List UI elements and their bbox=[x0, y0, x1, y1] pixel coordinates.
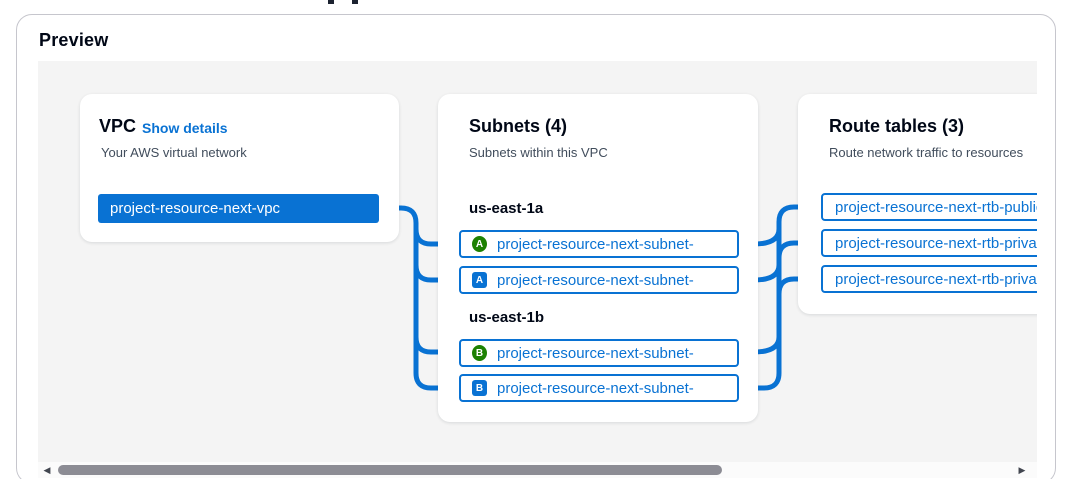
subnets-card-description: Subnets within this VPC bbox=[469, 145, 608, 160]
subnet-node[interactable]: A project-resource-next-subnet- bbox=[459, 230, 739, 258]
preview-panel: Preview VPC Show details Your bbox=[16, 14, 1056, 479]
subnet-node[interactable]: B project-resource-next-subnet- bbox=[459, 374, 739, 402]
route-table-node[interactable]: project-resource-next-rtb-public bbox=[821, 193, 1037, 221]
scroll-left-arrow-icon[interactable]: ◀ bbox=[43, 464, 51, 475]
vpc-card: VPC Show details Your AWS virtual networ… bbox=[80, 94, 399, 242]
route-table-node[interactable]: project-resource-next-rtb-private bbox=[821, 265, 1037, 293]
subnet-node-label: project-resource-next-subnet- bbox=[497, 344, 694, 362]
public-subnet-badge-icon: A bbox=[472, 236, 487, 252]
route-tables-card-description: Route network traffic to resources bbox=[829, 145, 1024, 160]
clipped-text-artifact bbox=[328, 0, 334, 4]
subnet-node-label: project-resource-next-subnet- bbox=[497, 235, 694, 253]
subnets-card: Subnets (4) Subnets within this VPC us-e… bbox=[438, 94, 758, 422]
private-subnet-badge-icon: B bbox=[472, 380, 487, 396]
subnet-node[interactable]: A project-resource-next-subnet- bbox=[459, 266, 739, 294]
route-table-node-label: project-resource-next-rtb-private bbox=[835, 234, 1037, 252]
az-heading-us-east-1a: us-east-1a bbox=[469, 200, 544, 217]
subnets-card-title: Subnets (4) bbox=[469, 116, 568, 136]
route-tables-card-title: Route tables (3) bbox=[829, 116, 965, 136]
route-table-node-label: project-resource-next-rtb-private bbox=[835, 270, 1037, 288]
horizontal-scrollbar[interactable]: ◀ ▶ bbox=[38, 462, 1037, 478]
subnet-node-label: project-resource-next-subnet- bbox=[497, 379, 694, 397]
vpc-card-title: VPC bbox=[99, 116, 137, 136]
subnet-node-label: project-resource-next-subnet- bbox=[497, 271, 694, 289]
vpc-card-description: Your AWS virtual network bbox=[101, 145, 247, 160]
subnet-node[interactable]: B project-resource-next-subnet- bbox=[459, 339, 739, 367]
vpc-preview-canvas: VPC Show details Your AWS virtual networ… bbox=[38, 61, 1037, 462]
route-tables-card: Route tables (3) Route network traffic t… bbox=[798, 94, 1037, 314]
scrollbar-thumb[interactable] bbox=[58, 465, 722, 475]
preview-title: Preview bbox=[39, 30, 109, 50]
private-subnet-badge-icon: A bbox=[472, 272, 487, 288]
vpc-node[interactable]: project-resource-next-vpc bbox=[98, 194, 379, 223]
public-subnet-badge-icon: B bbox=[472, 345, 487, 361]
clipped-text-artifact bbox=[352, 0, 358, 4]
route-table-node-label: project-resource-next-rtb-public bbox=[835, 198, 1037, 216]
show-details-link[interactable]: Show details bbox=[142, 120, 228, 136]
scroll-right-arrow-icon[interactable]: ▶ bbox=[1018, 464, 1026, 475]
az-heading-us-east-1b: us-east-1b bbox=[469, 309, 545, 326]
route-table-node[interactable]: project-resource-next-rtb-private bbox=[821, 229, 1037, 257]
